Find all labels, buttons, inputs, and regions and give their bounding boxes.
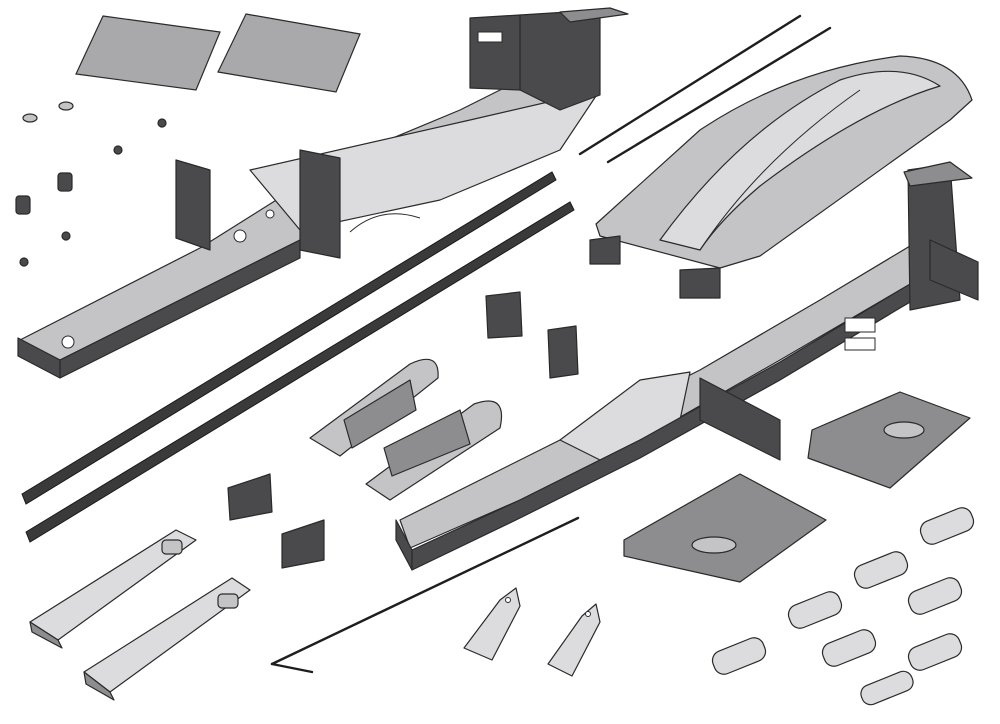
control-horn-1 xyxy=(463,587,521,661)
hardware-set xyxy=(15,101,167,267)
spar-rod-2 xyxy=(25,201,575,543)
wing-fairing-left xyxy=(623,473,827,583)
nacelle-right xyxy=(365,400,502,501)
nacelle-left xyxy=(309,358,439,457)
wing-fairing-right xyxy=(807,391,971,489)
pushrod-wire-1 xyxy=(578,14,802,156)
canopy-panel-left xyxy=(75,15,221,91)
spar-rod-1 xyxy=(21,171,557,505)
control-horn-2 xyxy=(547,603,601,677)
landing-skid-2 xyxy=(83,577,251,701)
pushrod-wire-2 xyxy=(606,26,832,164)
pushrod-wire-long xyxy=(270,516,580,674)
canopy-panel-right xyxy=(217,13,361,93)
canopy-cover xyxy=(589,55,973,299)
lower-fuselage-half xyxy=(395,161,979,571)
upper-fuselage-half xyxy=(17,7,629,379)
hinge-set xyxy=(711,507,975,706)
small-clip-set xyxy=(227,291,579,569)
landing-skid-1 xyxy=(29,529,197,649)
